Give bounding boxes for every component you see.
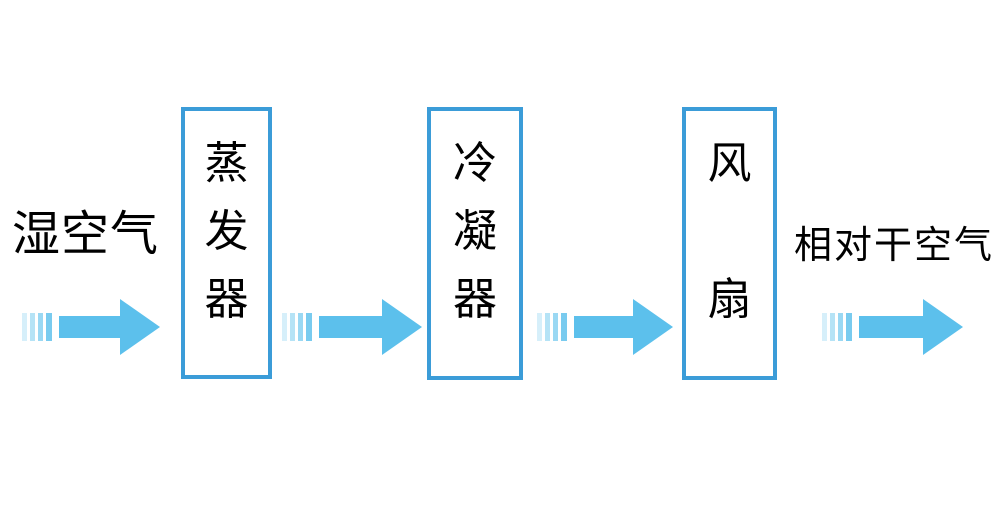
arrow-shaft — [319, 316, 382, 338]
dry-air-label: 相对干空气 — [794, 225, 995, 267]
arrow-tail-dash — [838, 313, 843, 341]
fan-box: 风 扇 — [682, 107, 777, 380]
evaporator-box: 蒸 发 器 — [181, 107, 272, 379]
arrow-head — [633, 299, 673, 355]
humid-air-label: 湿空气 — [12, 208, 160, 261]
box-label-char: 器 — [453, 275, 497, 324]
arrow-tail-dash — [282, 313, 287, 341]
arrow-head — [382, 299, 422, 355]
arrow-shaft — [59, 316, 120, 338]
arrow-shaft — [859, 316, 923, 338]
arrow-tail-dash — [306, 313, 312, 341]
arrow-tail-dash — [30, 313, 35, 341]
arrow-tail-dash — [298, 313, 303, 341]
arrow-tail-dash — [561, 313, 567, 341]
flow-arrow-evaporator-to-condenser — [282, 299, 422, 355]
arrow-tail-dash — [22, 313, 27, 341]
arrow-tail-dash — [822, 313, 827, 341]
arrow-head — [923, 299, 963, 355]
arrow-tail-dash — [830, 313, 835, 341]
arrow-tail-dash — [846, 313, 852, 341]
arrow-tail-dash — [553, 313, 558, 341]
arrow-tail-dash — [545, 313, 550, 341]
flow-arrow-condenser-to-fan — [537, 299, 673, 355]
box-label-char: 冷 — [453, 139, 497, 188]
arrow-tail-dash — [38, 313, 43, 341]
box-label-char: 风 — [707, 139, 752, 188]
condenser-box: 冷 凝 器 — [427, 107, 523, 380]
box-label-char: 器 — [204, 275, 249, 324]
arrow-shaft — [574, 316, 633, 338]
arrow-tail-dash — [537, 313, 542, 341]
arrow-head — [120, 299, 160, 355]
box-label-char: 发 — [204, 207, 249, 256]
arrow-tail-dash — [290, 313, 295, 341]
box-label-char: 凝 — [453, 207, 497, 256]
box-label-char: 蒸 — [204, 139, 249, 188]
box-label-char: 扇 — [707, 275, 752, 324]
flow-arrow-fan-to-dry-air — [822, 299, 963, 355]
arrow-tail-dash — [46, 313, 52, 341]
flow-arrow-humid-air-to-evaporator — [22, 299, 160, 355]
